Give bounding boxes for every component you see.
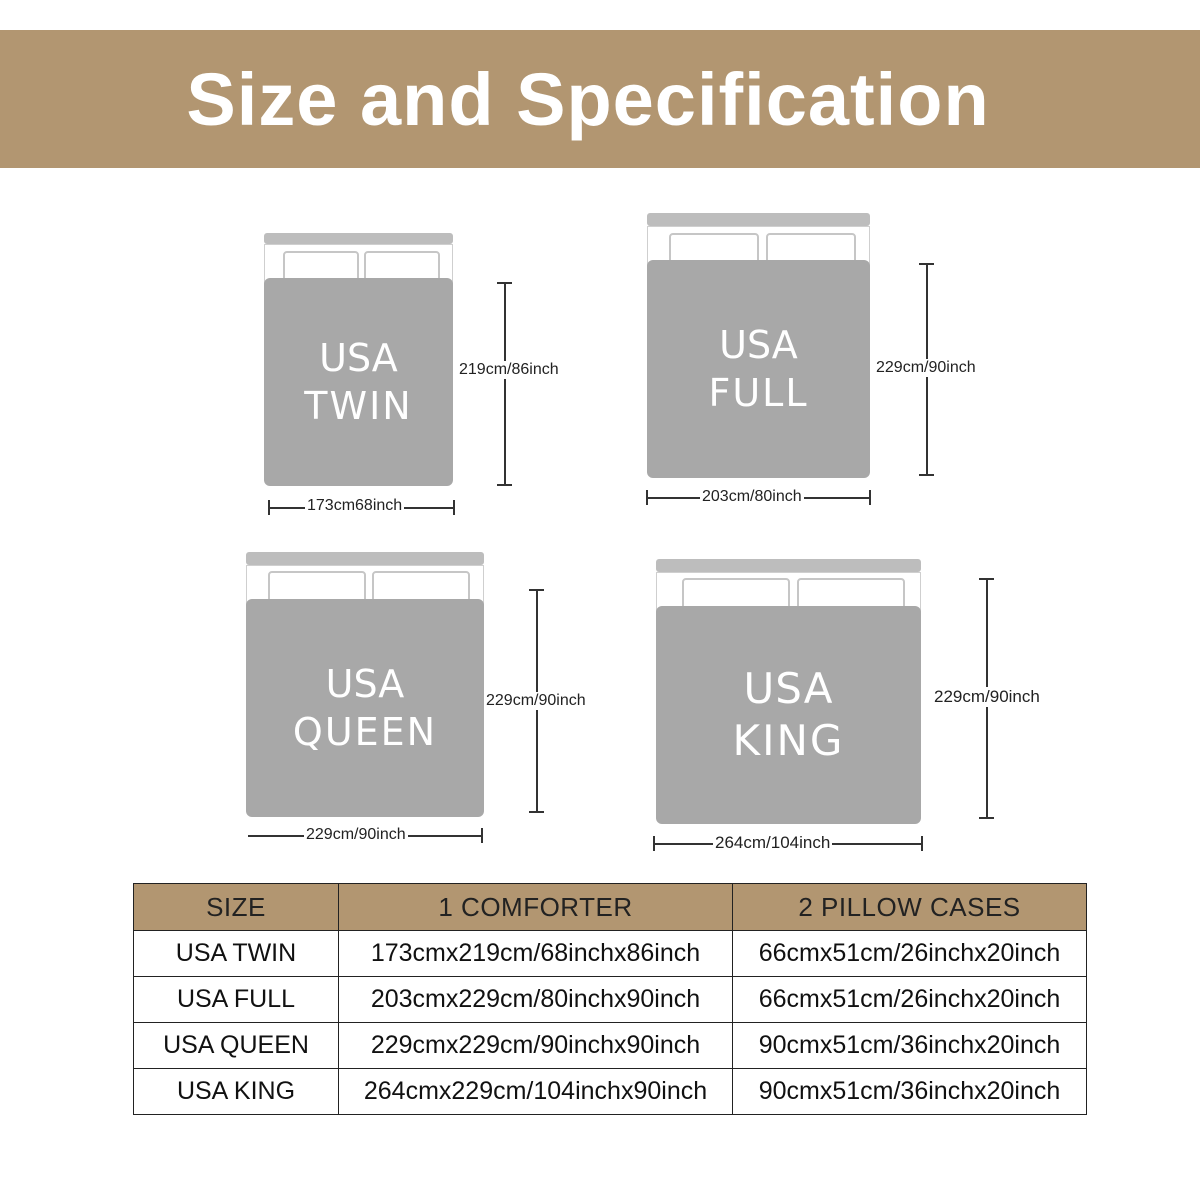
- title-banner: Size and Specification: [0, 30, 1200, 168]
- dimension-cap: [481, 828, 483, 843]
- width-label: 173cm68inch: [305, 497, 405, 515]
- dimension-cap: [646, 490, 648, 505]
- dimension-cap: [653, 836, 655, 851]
- comforter-twin: USA TWIN: [264, 278, 453, 486]
- dimension-cap: [921, 836, 923, 851]
- size-cell: USA KING: [133, 1068, 339, 1115]
- header-comforter: 1 COMFORTER: [338, 883, 733, 931]
- bed-label-line1: USA: [743, 664, 834, 713]
- pillow-cases-cell: 90cmx51cm/36inchx20inch: [732, 1022, 1087, 1069]
- comforter-cell: 229cmx229cm/90inchx90inch: [338, 1022, 733, 1069]
- bed-label-line1: USA: [719, 323, 798, 367]
- dimension-cap: [529, 589, 544, 591]
- headboard: [656, 559, 921, 572]
- size-cell: USA TWIN: [133, 930, 339, 977]
- bed-label-line1: USA: [325, 662, 405, 706]
- comforter-cell: 264cmx229cm/104inchx90inch: [338, 1068, 733, 1115]
- comforter-full: USA FULL: [647, 260, 870, 478]
- dimension-cap: [919, 474, 934, 476]
- headboard: [264, 233, 453, 244]
- height-label: 219cm/86inch: [457, 361, 561, 379]
- table-row: USA QUEEN 229cmx229cm/90inchx90inch 90cm…: [133, 1022, 1087, 1069]
- comforter-cell: 203cmx229cm/80inchx90inch: [338, 976, 733, 1023]
- size-cell: USA FULL: [133, 976, 339, 1023]
- header-pillow-cases: 2 PILLOW CASES: [732, 883, 1087, 931]
- bed-label-line2: FULL: [708, 371, 809, 415]
- table-row: USA FULL 203cmx229cm/80inchx90inch 66cmx…: [133, 976, 1087, 1023]
- bed-label-line2: QUEEN: [292, 710, 438, 754]
- header-size: SIZE: [133, 883, 339, 931]
- height-label: 229cm/90inch: [932, 687, 1042, 707]
- table-header-row: SIZE 1 COMFORTER 2 PILLOW CASES: [133, 883, 1087, 931]
- comforter-queen: USA QUEEN: [246, 599, 484, 817]
- height-label: 229cm/90inch: [874, 359, 978, 377]
- pillow-cases-cell: 66cmx51cm/26inchx20inch: [732, 930, 1087, 977]
- pillow-cases-cell: 90cmx51cm/36inchx20inch: [732, 1068, 1087, 1115]
- dimension-cap: [869, 490, 871, 505]
- comforter-king: USA KING: [656, 606, 921, 824]
- bed-label-line1: USA: [319, 336, 398, 380]
- height-dimension-line: [504, 282, 506, 485]
- size-cell: USA QUEEN: [133, 1022, 339, 1069]
- table-row: USA TWIN 173cmx219cm/68inchx86inch 66cmx…: [133, 930, 1087, 977]
- dimension-cap: [497, 282, 512, 284]
- dimension-cap: [497, 484, 512, 486]
- width-label: 264cm/104inch: [713, 833, 833, 853]
- dimension-cap: [529, 811, 544, 813]
- specification-table: SIZE 1 COMFORTER 2 PILLOW CASES USA TWIN…: [133, 883, 1087, 1115]
- height-label: 229cm/90inch: [484, 692, 588, 710]
- headboard: [246, 552, 484, 565]
- comforter-cell: 173cmx219cm/68inchx86inch: [338, 930, 733, 977]
- dimension-cap: [979, 817, 994, 819]
- dimension-cap: [453, 500, 455, 515]
- width-label: 203cm/80inch: [700, 488, 804, 506]
- dimension-cap: [919, 263, 934, 265]
- width-label: 229cm/90inch: [304, 826, 408, 844]
- page-title: Size and Specification: [186, 57, 990, 141]
- bed-label-line2: TWIN: [304, 384, 413, 428]
- pillow-cases-cell: 66cmx51cm/26inchx20inch: [732, 976, 1087, 1023]
- headboard: [647, 213, 870, 226]
- table-row: USA KING 264cmx229cm/104inchx90inch 90cm…: [133, 1068, 1087, 1115]
- bed-label-line2: KING: [732, 716, 845, 765]
- dimension-cap: [979, 578, 994, 580]
- dimension-cap: [268, 500, 270, 515]
